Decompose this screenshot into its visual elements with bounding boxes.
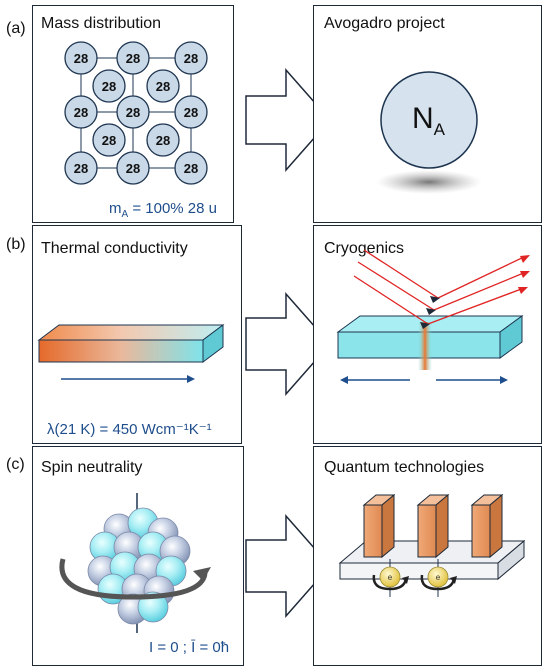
row-b-letter: (b): [6, 236, 26, 253]
atom: [64, 151, 98, 185]
atom-label: 28: [102, 133, 116, 148]
spin-panel: Spin neutrality I = 0 ; Ī = 0ħ: [32, 446, 244, 666]
atom: [174, 95, 208, 129]
atom: [64, 95, 98, 129]
bar-side-face: [202, 324, 224, 363]
atom-label: 28: [74, 51, 88, 66]
nucleus-cluster: [87, 507, 191, 625]
substrate-side: [497, 539, 525, 581]
sphere-label: NA: [412, 102, 446, 139]
atom-label: 28: [126, 161, 140, 176]
cryogenics-graphic: [336, 249, 530, 384]
rotation-arrow: [59, 558, 208, 600]
mass-caption: mA = 100% 28 u: [109, 200, 217, 220]
atom: [146, 69, 180, 103]
thermal-caption: λ(21 K) = 450 Wcm⁻¹K⁻¹: [47, 421, 212, 438]
spin-rotation-arrow: [420, 574, 456, 591]
mass-caption-main: m: [109, 200, 122, 217]
row-a-letter: (a): [6, 20, 26, 37]
spin-title: Spin neutrality: [41, 459, 143, 476]
gate-front: [417, 504, 437, 558]
electron-label: e: [388, 573, 393, 582]
row-c-letter: (c): [6, 456, 25, 473]
silicon-sphere: [380, 71, 478, 169]
atom: [174, 151, 208, 185]
cryogenics-panel: Cryogenics: [313, 225, 542, 444]
hot-spot: [418, 322, 432, 370]
atom: [116, 95, 150, 129]
atom: [174, 41, 208, 75]
mass-caption-sub: A: [121, 209, 129, 220]
gate-electrodes: [362, 493, 504, 559]
gate-front: [471, 504, 491, 558]
bar-front-face: [38, 339, 204, 363]
sphere-shadow: [376, 170, 482, 194]
nucleon: [137, 591, 169, 623]
bar-top-face: [37, 324, 225, 341]
atom-label: 28: [156, 79, 170, 94]
atom-label: 28: [74, 161, 88, 176]
electron: [427, 566, 449, 588]
atom: [116, 151, 150, 185]
electron-label: e: [436, 573, 441, 582]
mass-distribution-title: Mass distribution: [41, 15, 162, 32]
lattice-group: 28 28 28 28 28 28 28 28 28 28 28 28 28: [64, 41, 208, 185]
atom: [146, 123, 180, 157]
atom: [92, 123, 126, 157]
spin-rotation-arrow: [372, 574, 408, 591]
cryo-bar-side: [499, 315, 523, 359]
cryogenics-title: Cryogenics: [324, 240, 405, 257]
atom: [92, 69, 126, 103]
thermal-bar-graphic: [37, 324, 225, 383]
avogadro-sphere-graphic: [376, 71, 482, 194]
atom-label: 28: [184, 161, 198, 176]
arrow-tips: [420, 296, 440, 329]
gate-side: [435, 493, 449, 559]
avogadro-panel: Avogadro project NA: [313, 5, 542, 223]
spin-cluster-graphic: [59, 493, 211, 633]
quantum-title: Quantum technologies: [324, 459, 485, 476]
thermal-title: Thermal conductivity: [41, 240, 188, 257]
gate-front: [363, 504, 383, 558]
atom-label: 28: [126, 51, 140, 66]
electron: [379, 566, 401, 588]
atom-label: 28: [184, 105, 198, 120]
laser-beams: [353, 249, 527, 325]
atom-lattice: 28 28 28 28 28 28 28 28 28 28 28 28 28: [64, 41, 208, 185]
atom-label: 28: [156, 133, 170, 148]
mass-caption-rest: = 100% 28 u: [128, 200, 217, 217]
avogadro-title: Avogadro project: [324, 15, 445, 32]
atom-label: 28: [126, 105, 140, 120]
atom-label: 28: [102, 79, 116, 94]
spin-caption: I = 0 ; Ī = 0ħ: [149, 639, 230, 656]
gate-side: [381, 493, 395, 559]
atom-label: 28: [184, 51, 198, 66]
thermal-panel: Thermal conductivity λ(21 K) = 450 Wcm⁻¹…: [32, 225, 242, 444]
atom: [64, 41, 98, 75]
substrate-front: [339, 562, 499, 580]
atom: [116, 41, 150, 75]
gate-side: [489, 493, 503, 559]
atom-label: 28: [74, 105, 88, 120]
